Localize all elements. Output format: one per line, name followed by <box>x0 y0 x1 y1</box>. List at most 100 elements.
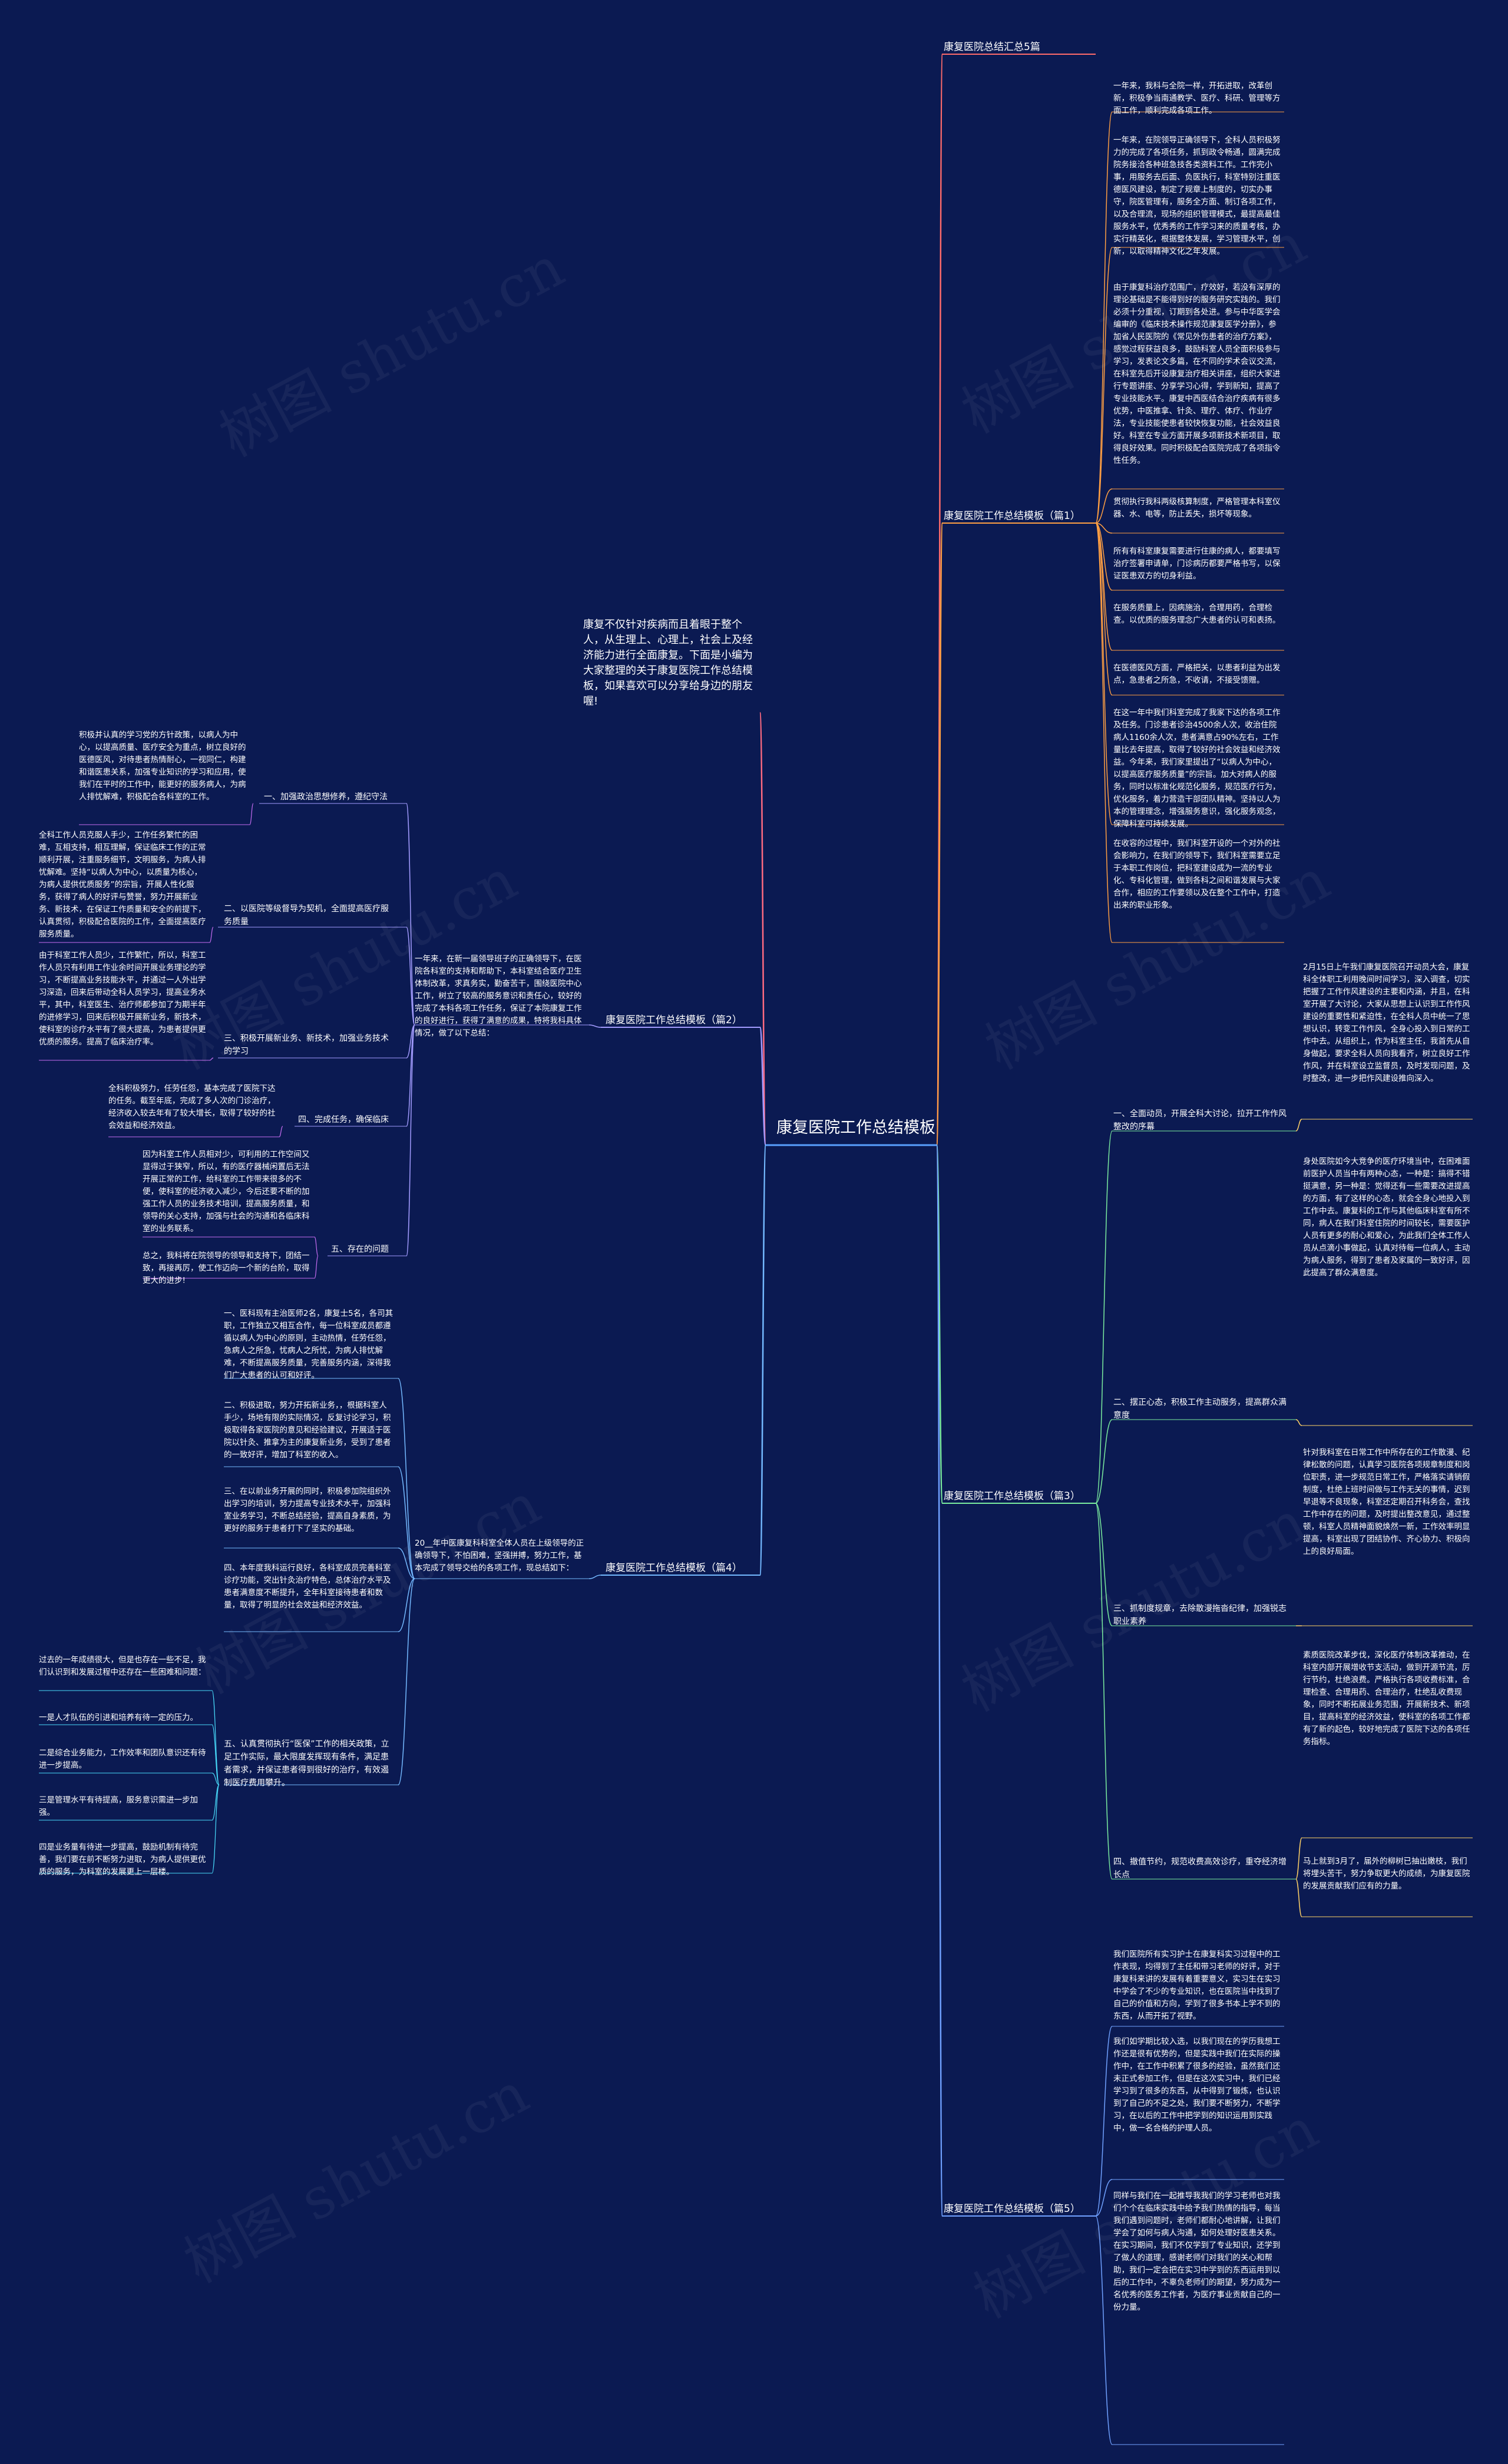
article-4-paragraph: 三、在以前业务开展的同时，积极参加院组织外出学习的培训，努力提高专业技术水平，加… <box>224 1487 391 1533</box>
article-2-paragraph: 全科积极努力，任劳任怨，基本完成了医院下达的任务。截至年底，完成了多人次的门诊治… <box>108 1084 276 1130</box>
article-2-paragraph: 全科工作人员克服人手少，工作任务繁忙的困难，互相支持，相互理解，保证临床工作的正… <box>39 831 206 939</box>
branch-article-5[interactable]: 康复医院工作总结模板（篇5） <box>944 2203 1080 2215</box>
article-3-heading[interactable]: 四、撤值节约，规范收费高效诊疗，重夺经济增长点 <box>1113 1857 1287 1880</box>
connector-line <box>1295 1119 1302 1132</box>
connector-line <box>398 1578 415 1785</box>
article-5-paragraph: 我们如学期比较入选，以我们现在的学历我想工作还是很有优势的，但是实践中我们在实际… <box>1113 2037 1281 2133</box>
connector-line <box>1095 2179 1113 2217</box>
connector-line <box>314 1255 319 1279</box>
article-5-paragraph: 我们医院所有实习护士在康复科实习过程中的工作表现，均得到了主任和带习老师的好评，… <box>1113 1950 1281 2021</box>
article-4-subpoint: 四是业务量有待进一步提高，鼓励机制有待完善，我们要在前不断努力进取，为病人提供更… <box>39 1843 206 1877</box>
connector-line <box>1295 1419 1302 1426</box>
connector-line <box>935 522 944 1146</box>
article-1-paragraph: 在这一年中我们科室完成了我家下达的各项工作及任务。门诊患者诊治4500余人次，收… <box>1113 708 1281 829</box>
article-3-paragraph: 身处医院如今大竞争的医疗环境当中，在困难面前医护人员当中有两种心态，一种是：搞得… <box>1303 1157 1470 1278</box>
article-1-paragraph: 在收容的过程中，我们科室开设的一个对外的社会影响力，在我们的领导下，我们科室需要… <box>1113 839 1281 910</box>
connector-line <box>1095 522 1113 591</box>
central-topic[interactable]: 康复医院工作总结模板 <box>776 1119 935 1137</box>
article-1-paragraph: 贯彻执行我科两级核算制度，严格管理本科室仪器、水、电等，防止丢失，损坏等现象。 <box>1113 497 1281 519</box>
connector-line <box>398 1547 415 1579</box>
article-4-intro: 20__年中医康复科科室全体人员在上级领导的正确领导下，不怕困难，坚强拼搏，努力… <box>415 1539 584 1573</box>
article-2-paragraph: 由于科室工作人员少，工作繁忙，所以，科室工作人员只有利用工作业余时间开展业务理论… <box>39 951 206 1047</box>
article-3-paragraph: 针对我科室在日常工作中所存在的工作散漫、纪律松散的问题，认真学习医院各项规章制度… <box>1303 1448 1470 1556</box>
article-4-subpoint: 二是综合业务能力，工作效率和团队意识还有待进一步提高。 <box>39 1748 206 1770</box>
connector-line <box>211 1772 220 1785</box>
branch-article-4[interactable]: 康复医院工作总结模板（篇4） <box>606 1562 742 1574</box>
article-2-paragraph: 积极并认真的学习党的方针政策，以病人为中心，以提高质量、医疗安全为重点，树立良好… <box>79 730 246 802</box>
article-4-subpoint: 过去的一年成绩很大，但是也存在一些不足，我们认识到和发展过程中还存在一些困难和问… <box>39 1655 206 1677</box>
article-1-paragraph: 在医德医风方面，严格把关，以患者利益为出发点，急患者之所急，不收请，不接受馈赠。 <box>1113 663 1281 685</box>
intro-text: 康复不仅针对疾病而且着眼于整个人，从生理上、心理上，社会上及经济能力进行全面康复… <box>583 619 753 707</box>
connector-line <box>1095 522 1113 534</box>
connector-line <box>759 712 767 1146</box>
article-4-paragraph: 四、本年度我科运行良好，各科室成员完善科室诊疗功能，突出针灸治疗特色，总体治疗水… <box>224 1563 391 1610</box>
branch-article-2[interactable]: 康复医院工作总结模板（篇2） <box>606 1014 742 1026</box>
connector-line <box>249 803 254 825</box>
article-2-heading[interactable]: 二、以医院等级督导为契机，全面提高医疗服务质量 <box>224 904 389 927</box>
connector-line <box>314 1236 319 1256</box>
article-1-paragraph: 一年来，在院领导正确领导下，全科人员积极努力的完成了各项任务，抓到政令畅通，圆满… <box>1113 135 1281 256</box>
connector-line <box>1095 1419 1113 1504</box>
article-2-outro: 总之，我科将在院领导的领导和支持下，团结一致，再接再厉，使工作迈向一个新的台阶，… <box>143 1251 310 1285</box>
connector-line <box>935 53 944 1146</box>
article-3-paragraph: 2月15日上午我们康复医院召开动员大会，康复科全体职工利用晚间时间学习，深入调查… <box>1303 963 1470 1083</box>
connector-line <box>1095 1130 1113 1504</box>
connector-line <box>1095 488 1113 524</box>
article-2-heading[interactable]: 三、积极开展新业务、新技术，加强业务技术的学习 <box>224 1034 389 1056</box>
article-5-paragraph: 同样与我们在一起推导我我们的学习老师也对我们个个在临床实践中给予我们热情的指导，… <box>1113 2191 1281 2312</box>
article-4-subpoint: 一是人才队伍的引进和培养有待一定的压力。 <box>39 1713 198 1722</box>
article-1-paragraph: 一年来，我科与全院一样，开拓进取，改革创新，积极争当南通教学、医疗、科研、管理等… <box>1113 81 1281 115</box>
connector-line <box>279 1126 283 1137</box>
connector-line <box>209 927 214 943</box>
connector-line <box>1095 522 1113 651</box>
connector-line <box>759 1026 767 1146</box>
article-3-heading[interactable]: 一、全面动员，开展全科大讨论，拉开工作作风整改的序幕 <box>1113 1109 1287 1132</box>
branch-summary[interactable]: 康复医院总结汇总5篇 <box>944 41 1040 53</box>
connector-lines <box>39 53 1473 2445</box>
article-3-paragraph: 马上就到3月了，届外的柳树已抽出嫩枝，我们将埋头苦干，努力争取更大的成绩，为康复… <box>1303 1857 1470 1891</box>
connector-line <box>398 1466 415 1579</box>
article-2-heading[interactable]: 一、加强政治思想修养，遵纪守法 <box>264 792 388 802</box>
article-4-paragraph: 一、医科现有主治医师2名，康复士5名，各司其职，工作独立又相互合作，每一位科室成… <box>224 1309 393 1380</box>
connector-line <box>588 1575 601 1579</box>
article-1-paragraph: 在服务质量上，因病施治，合理用药，合理检查。以优质的服务理念广大患者的认可和表扬… <box>1113 603 1281 625</box>
article-1-paragraph: 由于康复科治疗范围广，疗效好，若没有深厚的理论基础是不能得到好的服务研究实践的。… <box>1113 283 1281 465</box>
article-2-intro: 一年来，在新一届领导班子的正确领导下，在医院各科室的支持和帮助下，本科室结合医疗… <box>415 954 582 1038</box>
article-4-paragraph: 二、积极进取，努力开拓新业务，，根据科室人手少，场地有限的实际情况，反复讨论学习… <box>224 1401 391 1460</box>
connector-line <box>398 1378 415 1579</box>
connector-line <box>1095 1503 1113 1626</box>
article-4-subpoint: 三是管理水平有待提高，服务意识需进一步加强。 <box>39 1795 198 1817</box>
article-3-paragraph: 素质医院改革步伐，深化医疗体制改革推动，在科室内部开展增收节支活动，做到开源节流… <box>1303 1651 1470 1747</box>
connector-line <box>406 927 415 1026</box>
article-3-heading[interactable]: 三、抓制度规章，去除散漫拖沓纪律，加强锐志职业素养 <box>1113 1604 1287 1626</box>
connector-line <box>209 1057 214 1061</box>
connector-line <box>1095 111 1113 524</box>
connector-line <box>211 1784 220 1874</box>
connector-line <box>1095 522 1113 943</box>
article-4-heading[interactable]: 五、认真贯彻执行“医保”工作的相关政策，立足工作实际，最大限度发挥现有条件，满足… <box>224 1739 389 1788</box>
connector-line <box>1095 2215 1113 2445</box>
branch-article-1[interactable]: 康复医院工作总结模板（篇1） <box>944 510 1080 522</box>
connector-line <box>1295 1837 1302 1880</box>
connector-line <box>398 1578 415 1632</box>
article-2-heading[interactable]: 五、存在的问题 <box>331 1245 389 1254</box>
connector-line <box>211 1690 220 1785</box>
connector-line <box>1095 2026 1113 2217</box>
connector-line <box>1095 522 1113 696</box>
connector-line <box>935 1144 944 2217</box>
connector-line <box>588 1024 601 1028</box>
connector-line <box>1295 1878 1302 1917</box>
connector-line <box>406 1024 415 1256</box>
branch-article-3[interactable]: 康复医院工作总结模板（篇3） <box>944 1490 1080 1502</box>
connector-line <box>1095 522 1113 825</box>
connector-line <box>406 803 415 1026</box>
connector-line <box>759 1144 767 1576</box>
connector-line <box>406 1024 415 1059</box>
article-2-heading[interactable]: 四、完成任务，确保临床 <box>298 1115 389 1124</box>
connector-line <box>1095 1503 1113 1880</box>
article-2-paragraph: 因为科室工作人员相对少，可利用的工作空间又显得过于狭窄，所以，有的医疗器械闲置后… <box>143 1150 310 1233</box>
connector-line <box>1095 247 1113 524</box>
article-3-heading[interactable]: 二、摆正心态，积极工作主动服务，提高群众满意度 <box>1113 1398 1287 1420</box>
connector-line <box>211 1724 220 1785</box>
